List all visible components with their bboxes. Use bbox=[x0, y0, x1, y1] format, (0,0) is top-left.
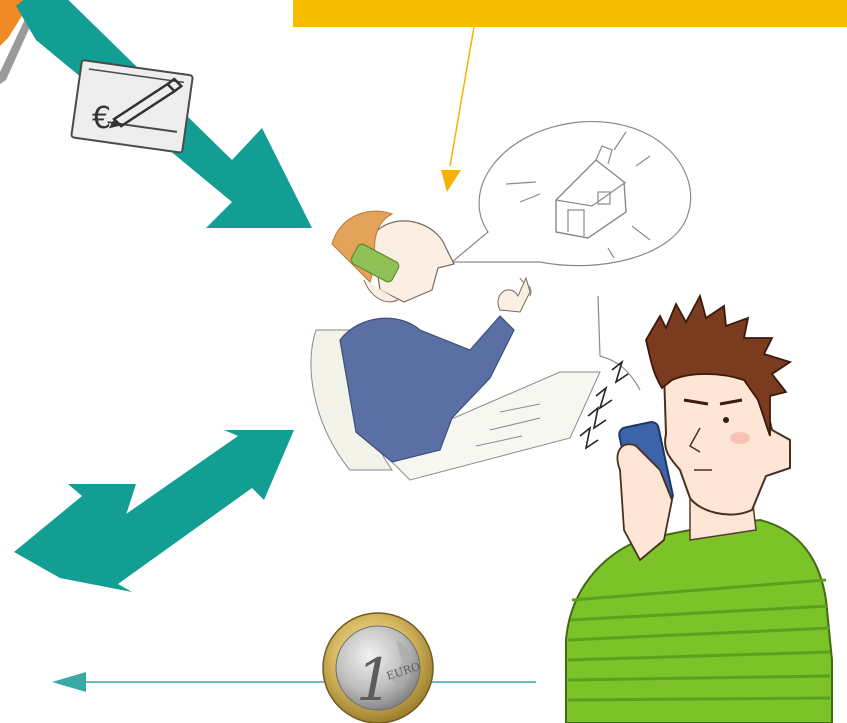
client-figure bbox=[566, 296, 832, 723]
refund-arrow bbox=[52, 672, 536, 692]
exchange-arrow bbox=[14, 430, 294, 592]
euro-symbol: € bbox=[92, 101, 111, 136]
banner-pointer bbox=[441, 27, 474, 192]
thought-bubble bbox=[452, 122, 691, 296]
cheque-with-pen-icon bbox=[71, 60, 193, 153]
